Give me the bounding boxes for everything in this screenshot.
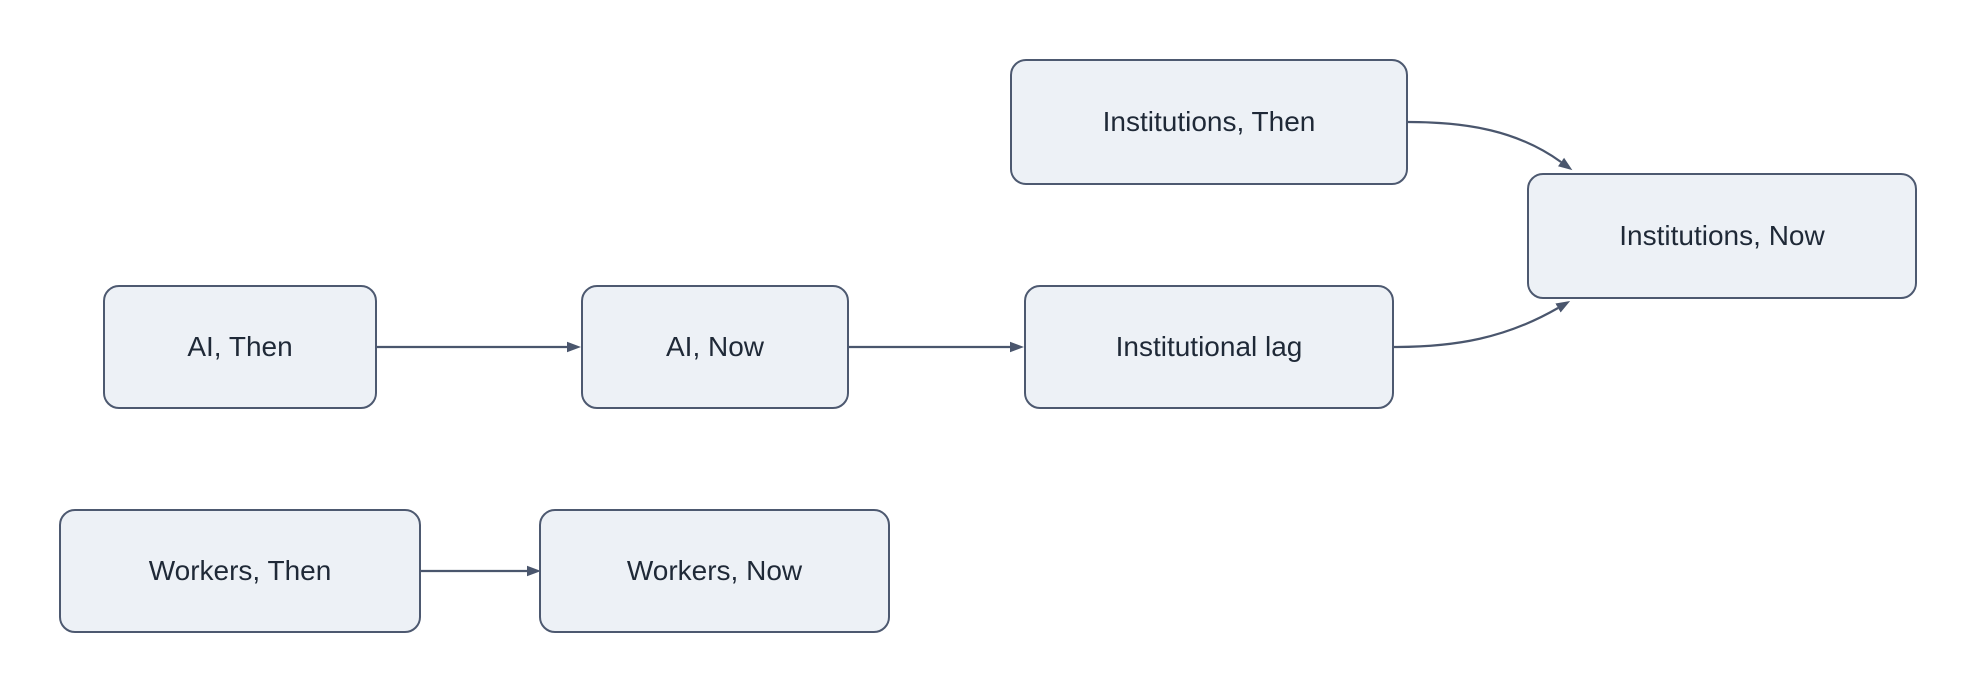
node-label: Workers, Now: [626, 555, 803, 587]
node-institutions-then: Institutions, Then: [1010, 59, 1408, 185]
node-label: Institutions, Now: [1619, 220, 1825, 252]
node-ai-now: AI, Now: [581, 285, 849, 409]
node-ai-then: AI, Then: [103, 285, 377, 409]
edge-institutional-lag-to-institutions-now: [1393, 301, 1571, 349]
node-label: Institutional lag: [1115, 331, 1303, 363]
node-label: Institutions, Then: [1102, 106, 1316, 138]
node-label: Workers, Then: [148, 555, 332, 587]
edge-institutions-then-to-institutions-now: [1407, 120, 1573, 171]
node-label: AI, Then: [187, 331, 293, 363]
node-workers-then: Workers, Then: [59, 509, 421, 633]
node-institutional-lag: Institutional lag: [1024, 285, 1394, 409]
node-institutions-now: Institutions, Now: [1527, 173, 1917, 299]
node-workers-now: Workers, Now: [539, 509, 890, 633]
node-label: AI, Now: [665, 331, 765, 363]
